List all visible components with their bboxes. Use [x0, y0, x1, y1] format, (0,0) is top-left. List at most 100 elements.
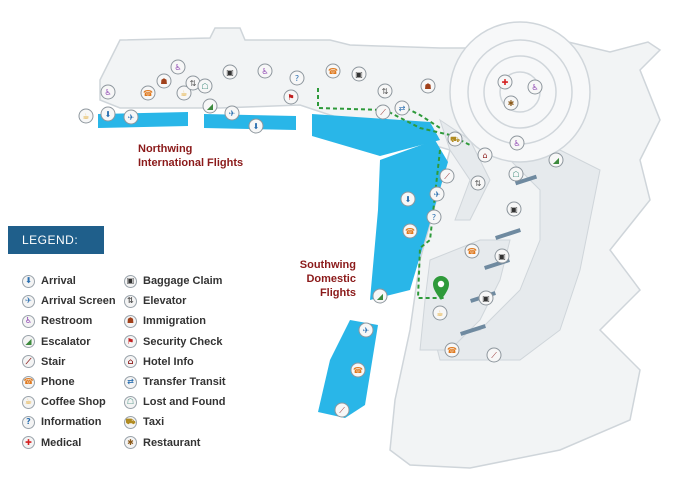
- elevator-icon[interactable]: ⇅: [185, 75, 201, 91]
- phone-icon[interactable]: ☎: [444, 342, 460, 358]
- hotel-info-icon[interactable]: ⌂: [477, 147, 493, 163]
- baggage-claim-icon[interactable]: ▣: [478, 290, 494, 306]
- svg-text:⌂: ⌂: [482, 151, 487, 160]
- svg-text:✱: ✱: [508, 99, 515, 108]
- escalator-icon[interactable]: ◢: [372, 288, 388, 304]
- svg-text:☎: ☎: [467, 247, 477, 256]
- svg-text:☎: ☎: [328, 67, 338, 76]
- coffee-shop-icon[interactable]: ☕: [176, 85, 192, 101]
- lost-and-found-icon[interactable]: ☖: [508, 166, 524, 182]
- southwing-label: Southwing Domestic Flights: [299, 259, 356, 299]
- coffee-shop-icon: ☕: [22, 395, 35, 409]
- escalator-icon[interactable]: ◢: [548, 152, 564, 168]
- svg-text:☕: ☕: [82, 112, 89, 121]
- svg-text:⬇: ⬇: [405, 195, 412, 204]
- coffee-shop-icon[interactable]: ☕: [78, 108, 94, 124]
- svg-text:♿: ♿: [531, 83, 538, 92]
- medical-icon[interactable]: ✚: [497, 74, 513, 90]
- restroom-icon[interactable]: ♿: [509, 135, 525, 151]
- phone-icon[interactable]: ☎: [402, 223, 418, 239]
- legend-item-immigration: ☗Immigration: [124, 313, 206, 329]
- baggage-claim-icon[interactable]: ▣: [351, 66, 367, 82]
- legend-item-taxi: ⛟Taxi: [124, 414, 164, 430]
- svg-text:⬇: ⬇: [253, 122, 260, 131]
- baggage-claim-icon[interactable]: ▣: [494, 248, 510, 264]
- legend-item-lost-and-found: ☖ Lost and Found: [124, 394, 225, 410]
- taxi-icon[interactable]: ⛟: [447, 131, 463, 147]
- arrival-icon[interactable]: ⬇: [248, 118, 264, 134]
- phone-icon[interactable]: ☎: [350, 362, 366, 378]
- baggage-claim-icon[interactable]: ▣: [506, 201, 522, 217]
- information-icon[interactable]: ?: [426, 209, 442, 225]
- arrival-icon[interactable]: ⬇: [400, 191, 416, 207]
- coffee-shop-icon[interactable]: ☕: [432, 305, 448, 321]
- svg-text:⇄: ⇄: [399, 104, 406, 113]
- svg-text:☎: ☎: [405, 227, 415, 236]
- svg-text:⟋: ⟋: [444, 172, 450, 181]
- legend-item-restroom: ♿Restroom: [22, 313, 92, 329]
- baggage-claim-icon[interactable]: ▣: [222, 64, 238, 80]
- security-check-icon[interactable]: ⚑: [283, 89, 299, 105]
- svg-text:☎: ☎: [447, 346, 457, 355]
- phone-icon[interactable]: ☎: [140, 85, 156, 101]
- elevator-icon[interactable]: ⇅: [377, 83, 393, 99]
- arrival-screen-icon[interactable]: ✈: [224, 105, 240, 121]
- legend-label: Taxi: [143, 416, 165, 429]
- svg-text:⇅: ⇅: [190, 79, 197, 88]
- legend-label: Lost and Found: [143, 396, 226, 409]
- transfer-transit-icon[interactable]: ⇄: [394, 100, 410, 116]
- baggage-claim-icon: ▣: [124, 274, 137, 288]
- arrival-screen-icon: ✈: [22, 294, 35, 308]
- arrival-screen-icon[interactable]: ✈: [429, 186, 445, 202]
- svg-text:☎: ☎: [143, 89, 153, 98]
- restroom-icon[interactable]: ♿: [257, 63, 273, 79]
- legend-item-coffee-shop: ☕Coffee Shop: [22, 394, 106, 410]
- information-icon[interactable]: ?: [289, 70, 305, 86]
- lost-and-found-icon[interactable]: ☖: [197, 78, 213, 94]
- location-pin-icon[interactable]: [433, 276, 449, 300]
- restroom-icon[interactable]: ♿: [170, 59, 186, 75]
- legend-item-elevator: ⇅Elevator: [124, 293, 186, 309]
- restroom-icon[interactable]: ♿: [100, 84, 116, 100]
- escalator-icon: ◢: [22, 335, 35, 349]
- stair-icon[interactable]: ⟋: [334, 402, 350, 418]
- medical-icon: ✚: [22, 436, 35, 450]
- legend-label: Immigration: [143, 315, 206, 328]
- svg-text:☗: ☗: [160, 77, 167, 86]
- svg-text:♿: ♿: [174, 63, 181, 72]
- restroom-icon[interactable]: ♿: [527, 79, 543, 95]
- restroom-icon: ♿: [22, 314, 35, 328]
- hotel-info-icon: ⌂: [124, 355, 137, 369]
- escalator-icon[interactable]: ◢: [202, 98, 218, 114]
- legend-item-transfer-transit: ⇄Transfer Transit: [124, 374, 226, 390]
- legend-label: Restaurant: [143, 436, 201, 449]
- arrival-screen-icon[interactable]: ✈: [123, 109, 139, 125]
- stair-icon[interactable]: ⟋: [486, 347, 502, 363]
- svg-text:?: ?: [432, 213, 436, 222]
- information-icon: ?: [22, 415, 35, 429]
- arrival-screen-icon[interactable]: ✈: [358, 322, 374, 338]
- svg-text:⟋: ⟋: [491, 351, 497, 360]
- immigration-icon[interactable]: ☗: [156, 73, 172, 89]
- svg-text:☖: ☖: [201, 82, 208, 91]
- svg-text:▣: ▣: [498, 252, 506, 261]
- elevator-icon[interactable]: ⇅: [470, 175, 486, 191]
- stair-icon[interactable]: ⟋: [439, 168, 455, 184]
- restaurant-icon[interactable]: ✱: [503, 95, 519, 111]
- immigration-icon[interactable]: ☗: [420, 78, 436, 94]
- svg-text:✈: ✈: [434, 190, 441, 199]
- svg-text:?: ?: [295, 74, 299, 83]
- legend-label: Baggage Claim: [143, 275, 223, 287]
- stair-icon[interactable]: ⟋: [375, 104, 391, 120]
- legend-label: Hotel Info: [143, 355, 194, 368]
- phone-icon[interactable]: ☎: [325, 63, 341, 79]
- lost-and-found-icon: ☖: [124, 395, 137, 409]
- legend-label: Security Check: [143, 335, 223, 348]
- legend-label: Escalator: [41, 335, 91, 348]
- arrival-icon[interactable]: ⬇: [100, 106, 116, 122]
- restaurant-icon: ✱: [124, 436, 137, 450]
- svg-text:✈: ✈: [363, 326, 370, 335]
- svg-text:☕: ☕: [436, 309, 443, 318]
- phone-icon[interactable]: ☎: [464, 243, 480, 259]
